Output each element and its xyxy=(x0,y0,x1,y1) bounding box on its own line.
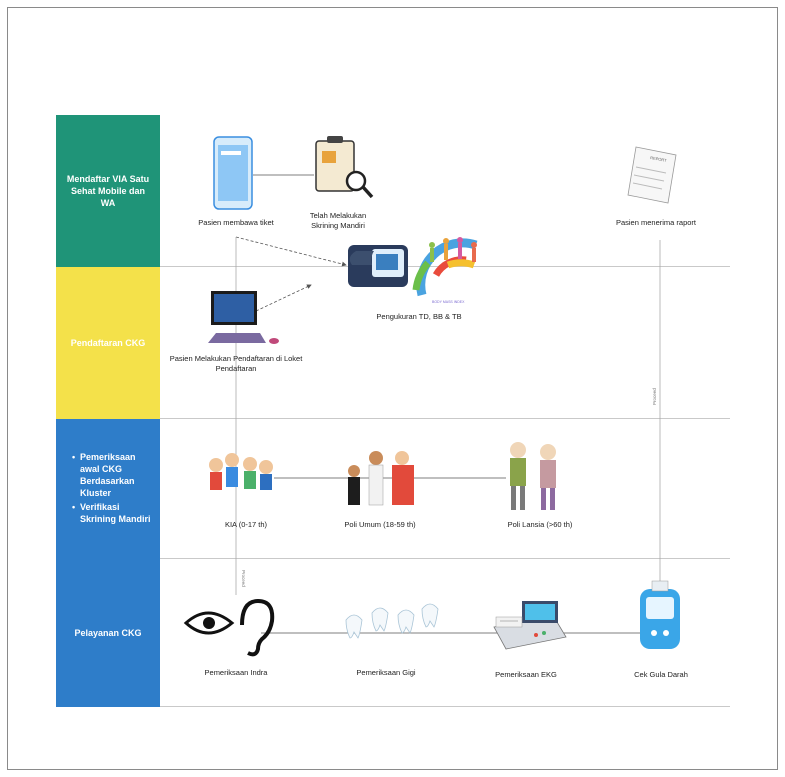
node-caption-ekg: Pemeriksaan EKG xyxy=(495,670,557,679)
lane-label: Pemeriksaan awal CKG Berdasarkan Kluster… xyxy=(56,419,160,559)
connector xyxy=(255,284,312,312)
lane-label: Mendaftar VIA Satu Sehat Mobile dan WA xyxy=(56,115,160,267)
teeth-icon xyxy=(345,603,439,639)
blood-pressure-monitor-icon xyxy=(348,245,408,287)
node-caption-self-screening: Telah Melakukan Skrining Mandiri xyxy=(309,211,367,230)
report-doc-title: REPORT xyxy=(650,155,668,163)
page-frame: Mendaftar VIA Satu Sehat Mobile dan WA P… xyxy=(7,7,778,770)
node-caption-gula: Cek Gula Darah xyxy=(634,670,688,679)
glucometer-icon xyxy=(640,580,680,649)
phone-icon xyxy=(213,136,253,210)
adults-icon xyxy=(348,451,414,506)
bmi-label: BODY MASS INDEX xyxy=(432,300,465,304)
node-caption-measurement: Pengukuran TD, BB & TB xyxy=(376,312,462,321)
elderly-icon xyxy=(510,442,556,510)
ekg-machine-icon xyxy=(493,601,567,650)
lane-services: Pelayanan CKG xyxy=(56,559,730,707)
node-caption-report: Pasien menerima raport xyxy=(615,218,697,227)
node-caption-registration: Pasien Melakukan Pendaftaran di Loket Pe… xyxy=(169,354,303,373)
report-document-icon xyxy=(627,146,677,204)
computer-icon xyxy=(208,291,279,344)
bmi-scale-icon xyxy=(412,237,478,297)
connector xyxy=(235,236,347,267)
edge-label: Proceed xyxy=(241,570,246,587)
lane-label: Pendaftaran CKG xyxy=(56,267,160,419)
node-caption-ticket: Pasien membawa tiket xyxy=(198,218,274,227)
node-caption-poli-umum: Poli Umum (18-59 th) xyxy=(344,520,416,529)
edge-label: Proceed xyxy=(652,388,657,405)
node-caption-poli-lansia: Poli Lansia (>60 th) xyxy=(507,520,573,529)
lane-label-item: Verifikasi Skrining Mandiri xyxy=(72,501,152,525)
eye-ear-icon xyxy=(183,598,275,657)
lane-label: Pelayanan CKG xyxy=(56,559,160,707)
node-caption-indra: Pemeriksaan Indra xyxy=(204,668,268,677)
clipboard-search-icon xyxy=(315,136,374,199)
node-caption-gigi: Pemeriksaan Gigi xyxy=(356,668,416,677)
lane-label-item: Pemeriksaan awal CKG Berdasarkan Kluster xyxy=(72,451,152,500)
lane-registration-ckg: Pendaftaran CKG xyxy=(56,267,730,419)
diagram-graphics: REPORT BODY MASS INDEX xyxy=(183,136,680,657)
node-caption-kia: KIA (0-17 th) xyxy=(224,520,268,529)
children-icon xyxy=(209,453,273,490)
swimlane-diagram: Mendaftar VIA Satu Sehat Mobile dan WA P… xyxy=(56,115,730,707)
lane-initial-exam: Pemeriksaan awal CKG Berdasarkan Kluster… xyxy=(56,419,730,559)
